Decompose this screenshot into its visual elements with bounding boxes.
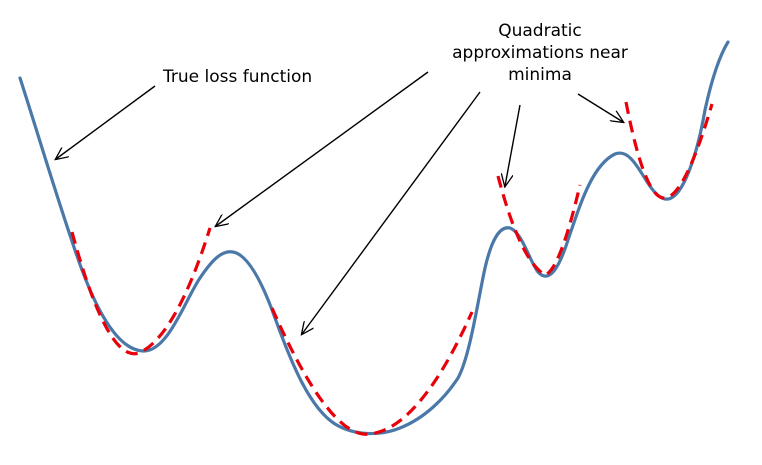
arrow-quadratic-4	[577, 93, 623, 122]
quadratic-label-line-3: minima	[508, 65, 572, 85]
true-loss-curve	[18, 40, 730, 436]
quadratic-label-line-2: approximations near	[452, 43, 628, 63]
true-loss-label: True loss function	[163, 67, 313, 87]
quadratic-approx-2	[270, 307, 474, 436]
arrow-quadratic-3	[505, 104, 521, 186]
quadratic-approx-3	[496, 175, 582, 277]
quadratic-approx-4	[624, 101, 714, 200]
arrow-quadratic-1	[216, 71, 429, 226]
quadratic-approximations-label: Quadratic approximations near minima	[410, 20, 670, 86]
quadratic-label-line-1: Quadratic	[498, 21, 582, 41]
quadratic-approx-1	[70, 227, 212, 356]
arrow-quadratic-2	[302, 91, 481, 334]
arrow-true-loss	[56, 85, 156, 159]
